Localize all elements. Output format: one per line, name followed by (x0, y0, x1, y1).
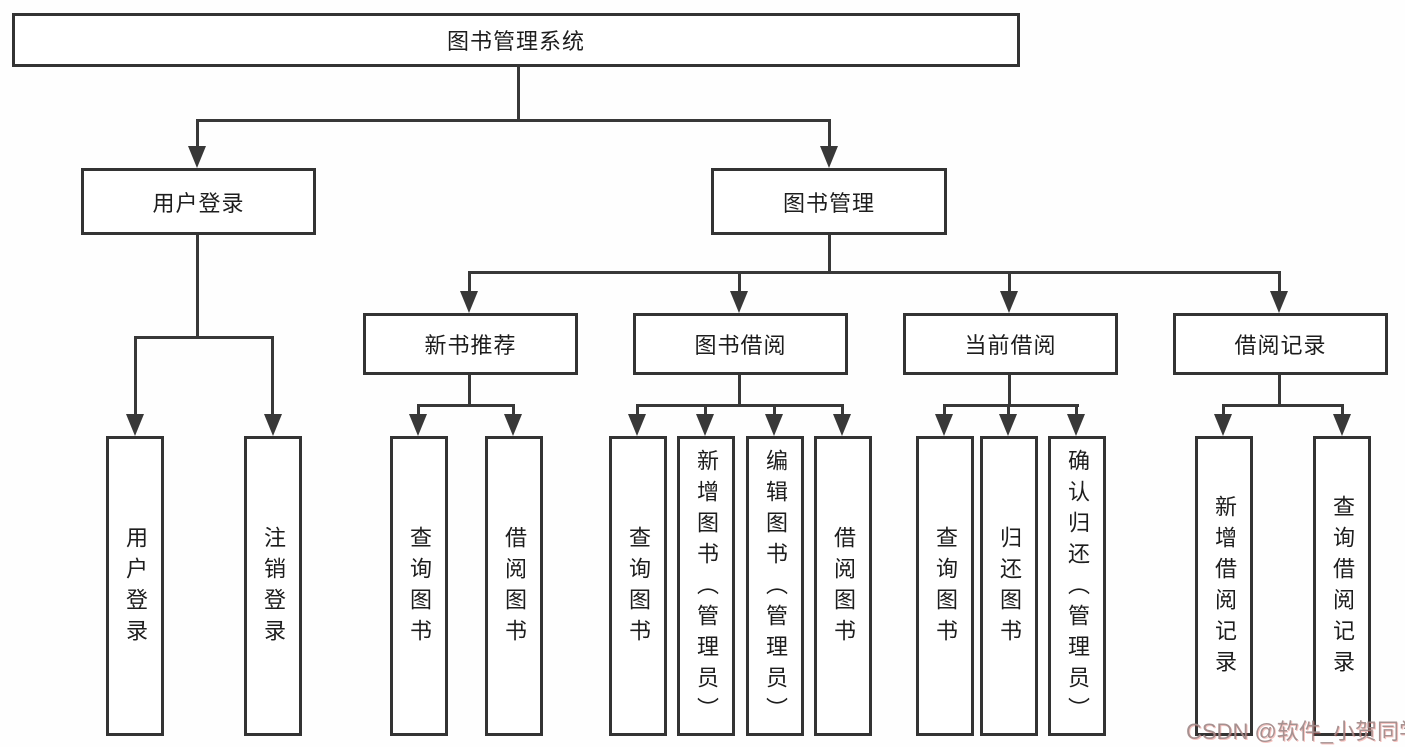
connector-stub-borrow-3 (773, 404, 776, 416)
leaf-current-query-books-label: 查询图书 (933, 526, 958, 650)
connector-mgmt-bar (468, 271, 1281, 274)
arrowhead-icon (999, 414, 1017, 436)
connector-mgmt-trunk (828, 235, 831, 273)
connector-stub-login-1 (134, 336, 137, 416)
connector-stub-book-management (828, 119, 831, 147)
leaf-borrow-books-label: 借阅图书 (831, 526, 856, 650)
arrowhead-icon (765, 414, 783, 436)
leaf-user-login-label: 用户登录 (123, 526, 148, 650)
connector-stub-current-2 (1007, 404, 1010, 416)
connector-borrow-bar (636, 404, 844, 407)
arrowhead-icon (460, 291, 478, 313)
connector-records-bar (1222, 404, 1344, 407)
leaf-add-books-admin: 新增图书（管理员） (677, 436, 735, 736)
node-new-book-recommend-label: 新书推荐 (424, 333, 517, 358)
connector-recommend-bar (417, 404, 515, 407)
arrowhead-icon (1067, 414, 1085, 436)
connector-login-bar (134, 336, 274, 339)
leaf-edit-books-admin: 编辑图书（管理员） (746, 436, 804, 736)
leaf-logout-label: 注销登录 (261, 526, 286, 650)
connector-stub-module-2 (738, 271, 741, 293)
arrowhead-icon (409, 414, 427, 436)
leaf-current-query-books: 查询图书 (916, 436, 974, 736)
arrowhead-icon (188, 146, 206, 168)
connector-stub-module-4 (1278, 271, 1281, 293)
connector-stub-current-1 (943, 404, 946, 416)
connector-stub-user-login (196, 119, 199, 147)
arrowhead-icon (730, 291, 748, 313)
node-borrow-records: 借阅记录 (1173, 313, 1388, 375)
leaf-logout: 注销登录 (244, 436, 302, 736)
connector-stub-borrow-2 (704, 404, 707, 416)
connector-borrow-trunk (738, 374, 741, 406)
leaf-user-login: 用户登录 (106, 436, 164, 736)
leaf-borrow-books: 借阅图书 (814, 436, 872, 736)
node-borrow-records-label: 借阅记录 (1234, 333, 1327, 358)
arrowhead-icon (696, 414, 714, 436)
node-book-management: 图书管理 (711, 168, 947, 235)
leaf-add-books-admin-label: 新增图书（管理员） (694, 448, 719, 728)
arrowhead-icon (126, 414, 144, 436)
connector-recommend-trunk (468, 374, 471, 406)
node-user-login: 用户登录 (81, 168, 316, 235)
connector-stub-recommend-1 (417, 404, 420, 416)
node-new-book-recommend: 新书推荐 (363, 313, 578, 375)
arrowhead-icon (1000, 291, 1018, 313)
connector-stub-current-3 (1075, 404, 1078, 416)
arrowhead-icon (1270, 291, 1288, 313)
node-current-borrow: 当前借阅 (903, 313, 1118, 375)
arrowhead-icon (833, 414, 851, 436)
arrowhead-icon (935, 414, 953, 436)
leaf-return-books: 归还图书 (980, 436, 1038, 736)
leaf-borrow-query-books-label: 查询图书 (626, 526, 651, 650)
connector-stub-borrow-4 (841, 404, 844, 416)
connector-stub-records-2 (1341, 404, 1344, 416)
leaf-query-borrow-record-label: 查询借阅记录 (1330, 495, 1355, 681)
node-current-borrow-label: 当前借阅 (964, 333, 1057, 358)
connector-stub-login-2 (271, 336, 274, 416)
leaf-return-books-label: 归还图书 (997, 526, 1022, 650)
connector-login-trunk (196, 235, 199, 337)
connector-stub-records-1 (1222, 404, 1225, 416)
connector-current-trunk (1008, 374, 1011, 406)
arrowhead-icon (504, 414, 522, 436)
connector-stub-module-1 (468, 271, 471, 293)
connector-root-bar (196, 119, 831, 122)
connector-stub-borrow-1 (636, 404, 639, 416)
leaf-recommend-borrow-books: 借阅图书 (485, 436, 543, 736)
node-user-login-label: 用户登录 (152, 190, 245, 216)
arrowhead-icon (628, 414, 646, 436)
connector-stub-recommend-2 (512, 404, 515, 416)
node-book-borrow: 图书借阅 (633, 313, 848, 375)
leaf-add-borrow-record: 新增借阅记录 (1195, 436, 1253, 736)
connector-stub-module-3 (1008, 271, 1011, 293)
leaf-confirm-return-admin-label: 确认归还（管理员） (1065, 448, 1090, 728)
csdn-watermark: CSDN @软件_小贺同学 (1186, 719, 1405, 744)
leaf-query-borrow-record: 查询借阅记录 (1313, 436, 1371, 736)
connector-root-trunk (517, 66, 520, 120)
leaf-recommend-borrow-books-label: 借阅图书 (502, 526, 527, 650)
leaf-add-borrow-record-label: 新增借阅记录 (1212, 495, 1237, 681)
arrowhead-icon (264, 414, 282, 436)
leaf-recommend-query-books: 查询图书 (390, 436, 448, 736)
connector-records-trunk (1278, 374, 1281, 406)
node-root-system: 图书管理系统 (12, 13, 1020, 67)
leaf-borrow-query-books: 查询图书 (609, 436, 667, 736)
arrowhead-icon (1333, 414, 1351, 436)
arrowhead-icon (1214, 414, 1232, 436)
leaf-recommend-query-books-label: 查询图书 (407, 526, 432, 650)
leaf-edit-books-admin-label: 编辑图书（管理员） (763, 448, 788, 728)
leaf-confirm-return-admin: 确认归还（管理员） (1048, 436, 1106, 736)
arrowhead-icon (820, 146, 838, 168)
connector-current-bar (943, 404, 1079, 407)
node-root-label: 图书管理系统 (446, 29, 585, 54)
node-book-borrow-label: 图书借阅 (694, 333, 787, 358)
node-book-management-label: 图书管理 (782, 190, 875, 216)
